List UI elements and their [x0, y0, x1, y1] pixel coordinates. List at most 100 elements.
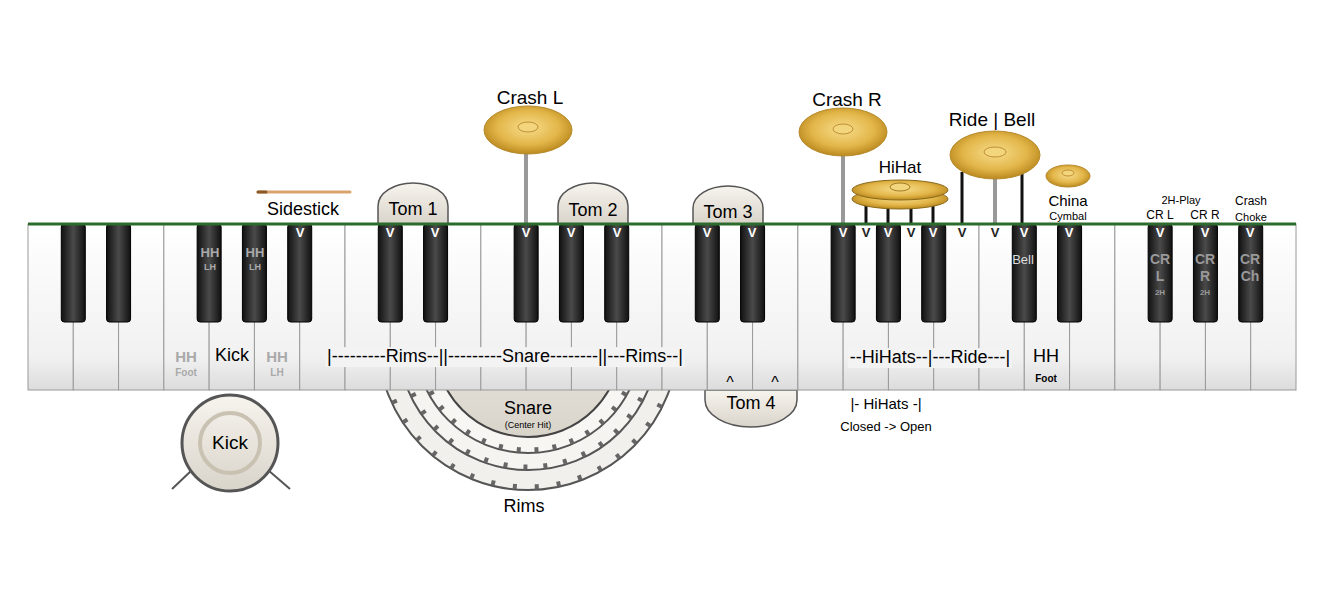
- map-label: V: [613, 226, 622, 240]
- map-label: --HiHats--|---Ride---|: [848, 348, 1012, 368]
- rim-ring: [415, 390, 641, 453]
- map-label: LH: [270, 367, 283, 378]
- crash-cymbal: [799, 108, 887, 156]
- bracket-line: [961, 172, 964, 224]
- black-key: [1012, 224, 1036, 322]
- black-key: [288, 224, 312, 322]
- kick-leg: [172, 470, 192, 489]
- black-key: [741, 224, 765, 322]
- cymbal-label: Crash L: [488, 86, 572, 110]
- map-label: V: [1065, 226, 1074, 240]
- node-text: Cymbal: [1049, 210, 1086, 222]
- crash-cymbal: [484, 106, 572, 154]
- map-label: Kick: [215, 346, 249, 366]
- tom-node: Tom 1: [380, 197, 446, 222]
- map-label: LH: [204, 263, 216, 273]
- map-label: V: [1201, 226, 1210, 240]
- rim-lugs: [401, 390, 655, 467]
- map-label: V: [884, 226, 893, 240]
- cymbal-bell: [833, 124, 853, 134]
- rim-ring: [378, 390, 678, 490]
- map-label: V: [958, 226, 967, 240]
- tom-node: Tom 2: [560, 197, 626, 223]
- black-key: [695, 224, 719, 322]
- map-label: 2H: [1155, 289, 1165, 298]
- map-label: V: [1156, 226, 1165, 240]
- black-key: [1148, 224, 1172, 322]
- node-text: Tom 1: [388, 200, 437, 220]
- drumstick: [258, 191, 350, 194]
- black-key: [831, 224, 855, 322]
- node-text: Tom 3: [703, 203, 752, 223]
- map-label: Crash: [1235, 195, 1267, 208]
- kick-leg: [268, 470, 290, 489]
- node-text: Ride | Bell: [949, 110, 1035, 131]
- node-text: Rims: [504, 497, 545, 517]
- map-label: V: [1246, 226, 1255, 240]
- map-label: |- HiHats -|: [850, 396, 921, 413]
- black-key: [922, 224, 946, 322]
- cymbal-label: ChinaCymbal: [1036, 191, 1100, 224]
- map-label: Ch: [1241, 269, 1260, 284]
- rim-ring: [398, 390, 658, 470]
- keyboard-top-line: [28, 223, 1296, 226]
- black-key: [1239, 224, 1263, 322]
- node-text: (Center Hit): [505, 421, 552, 431]
- map-label: V: [386, 226, 395, 240]
- map-label: V: [839, 226, 848, 240]
- black-key: [61, 224, 85, 322]
- map-label: ^: [771, 374, 779, 392]
- node-text: HiHat: [879, 159, 922, 178]
- map-label: V: [567, 226, 576, 240]
- map-label: V: [522, 226, 531, 240]
- map-label: Foot: [175, 367, 197, 378]
- map-label: 2H-Play: [1161, 194, 1200, 206]
- black-key: [876, 224, 900, 322]
- map-label: |---------Rims--||---------Snare--------…: [325, 347, 685, 367]
- bracket-line: [865, 204, 868, 224]
- map-label: LH: [249, 263, 261, 273]
- black-key: [514, 224, 538, 322]
- node-text: Kick: [212, 433, 248, 454]
- black-key: [107, 224, 131, 322]
- node-text: China: [1048, 193, 1087, 210]
- map-label: Sidestick: [267, 200, 339, 220]
- hihat-cymbal: [852, 180, 948, 200]
- map-label: HH: [1033, 347, 1059, 367]
- black-key: [242, 224, 266, 322]
- rims-node: Rims Snare (Center Hit): [378, 392, 678, 520]
- map-label: 2H: [1200, 289, 1210, 298]
- map-label: V: [929, 226, 938, 240]
- map-label: CR L: [1146, 209, 1173, 222]
- cymbal-bell: [518, 122, 538, 132]
- map-label: V: [991, 226, 1000, 240]
- black-key: [605, 224, 629, 322]
- map-label: Closed -> Open: [840, 420, 931, 434]
- rim-lugs: [381, 390, 675, 487]
- node-text: Crash L: [497, 88, 564, 109]
- tom-drum: [378, 183, 448, 224]
- black-key: [197, 224, 221, 322]
- black-key: [424, 224, 448, 322]
- node-text: Tom 4: [726, 394, 775, 414]
- tom-drum: [693, 186, 763, 224]
- rim-lugs: [418, 390, 638, 450]
- map-label: CR: [1240, 252, 1260, 267]
- tom-node: Tom 4: [707, 392, 795, 416]
- node-text: Crash R: [812, 90, 882, 111]
- map-label: HH: [266, 349, 288, 366]
- cymbal-bell: [890, 183, 910, 191]
- map-label: Foot: [1035, 373, 1057, 384]
- cymbal-label: Ride | Bell: [938, 108, 1046, 132]
- map-label: HH: [201, 246, 220, 260]
- map-label: V: [296, 226, 305, 240]
- tom-node: Tom 3: [695, 200, 761, 225]
- map-label: V: [1020, 226, 1029, 240]
- snare-node: Snare (Center Hit): [440, 395, 616, 437]
- map-label: L: [1156, 269, 1165, 284]
- cymbal-label: Crash R: [803, 88, 891, 112]
- node-text: Snare: [504, 399, 552, 419]
- map-label: V: [748, 226, 757, 240]
- cymbal-bell: [984, 147, 1006, 157]
